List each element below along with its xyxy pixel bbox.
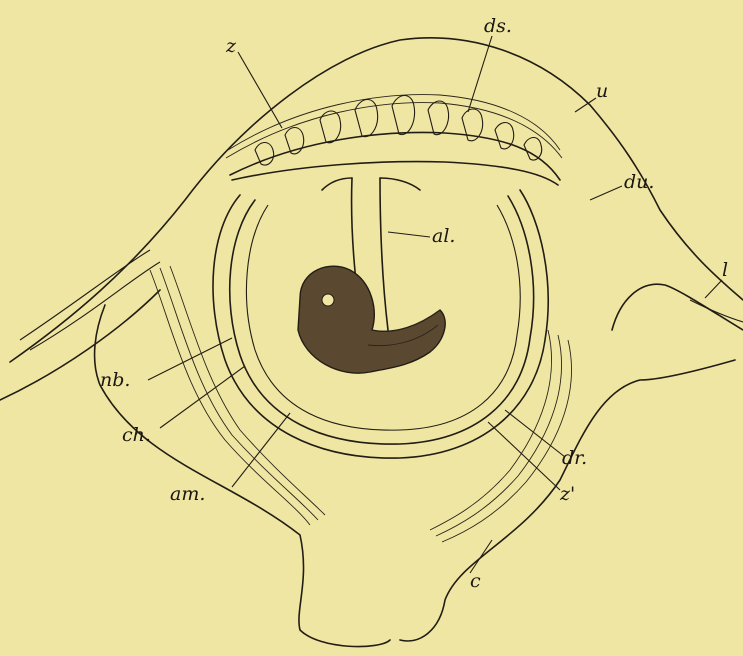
diagram-labels: z ds. u du. al. l nb. ch. am. dr. z' c bbox=[100, 15, 728, 592]
label-u: u bbox=[596, 80, 608, 102]
embryo bbox=[298, 266, 445, 373]
label-ds: ds. bbox=[484, 15, 512, 37]
label-am: am. bbox=[170, 483, 205, 505]
label-c: c bbox=[470, 570, 481, 592]
label-du: du. bbox=[624, 171, 654, 193]
label-l: l bbox=[722, 259, 728, 281]
label-z-prime: z' bbox=[559, 483, 575, 505]
label-dr: dr. bbox=[562, 447, 587, 469]
label-z: z bbox=[225, 35, 237, 57]
label-al: al. bbox=[432, 225, 455, 247]
placental-villi bbox=[230, 96, 560, 186]
label-nb: nb. bbox=[100, 369, 130, 391]
label-ch: ch. bbox=[122, 424, 151, 446]
